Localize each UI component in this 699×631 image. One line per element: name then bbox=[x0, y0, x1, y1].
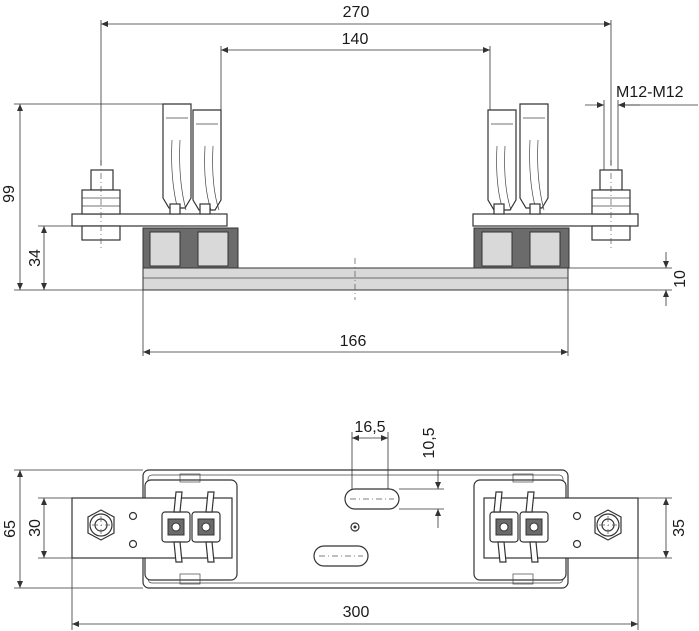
plan-contacts-right bbox=[489, 491, 549, 563]
plan-view bbox=[71, 469, 639, 589]
dim-10: 10 bbox=[672, 270, 689, 288]
dim-34: 34 bbox=[27, 249, 44, 267]
contact-clip-left bbox=[162, 103, 222, 215]
dim-140: 140 bbox=[342, 31, 369, 48]
insulator-left bbox=[142, 227, 239, 269]
dim-270: 270 bbox=[343, 4, 370, 21]
dim-thread: M12-M12 bbox=[616, 84, 684, 101]
plan-contacts-left bbox=[161, 491, 221, 563]
plan-dimensions: 16,5 10,5 65 30 35 300 bbox=[2, 419, 688, 630]
dim-10-5: 10,5 bbox=[421, 427, 438, 458]
dim-30: 30 bbox=[27, 519, 44, 537]
plan-bolt-left bbox=[87, 509, 115, 541]
dim-99: 99 bbox=[1, 185, 18, 203]
dim-16-5: 16,5 bbox=[354, 419, 385, 436]
dim-300: 300 bbox=[343, 604, 370, 621]
dim-166: 166 bbox=[340, 333, 367, 350]
side-dimensions: 270 140 M12-M12 99 34 10 166 bbox=[1, 4, 698, 356]
base-plate bbox=[142, 267, 569, 291]
bolt-right bbox=[591, 160, 631, 248]
terminal-bar-right bbox=[472, 213, 639, 227]
dim-35: 35 bbox=[671, 519, 688, 537]
insulator-right bbox=[473, 227, 570, 269]
contact-clip-right bbox=[487, 103, 549, 215]
dim-65: 65 bbox=[2, 520, 19, 538]
bolt-left bbox=[81, 160, 121, 248]
side-view bbox=[71, 103, 639, 300]
terminal-bar-left bbox=[71, 213, 228, 227]
plan-bolt-right bbox=[594, 509, 622, 541]
